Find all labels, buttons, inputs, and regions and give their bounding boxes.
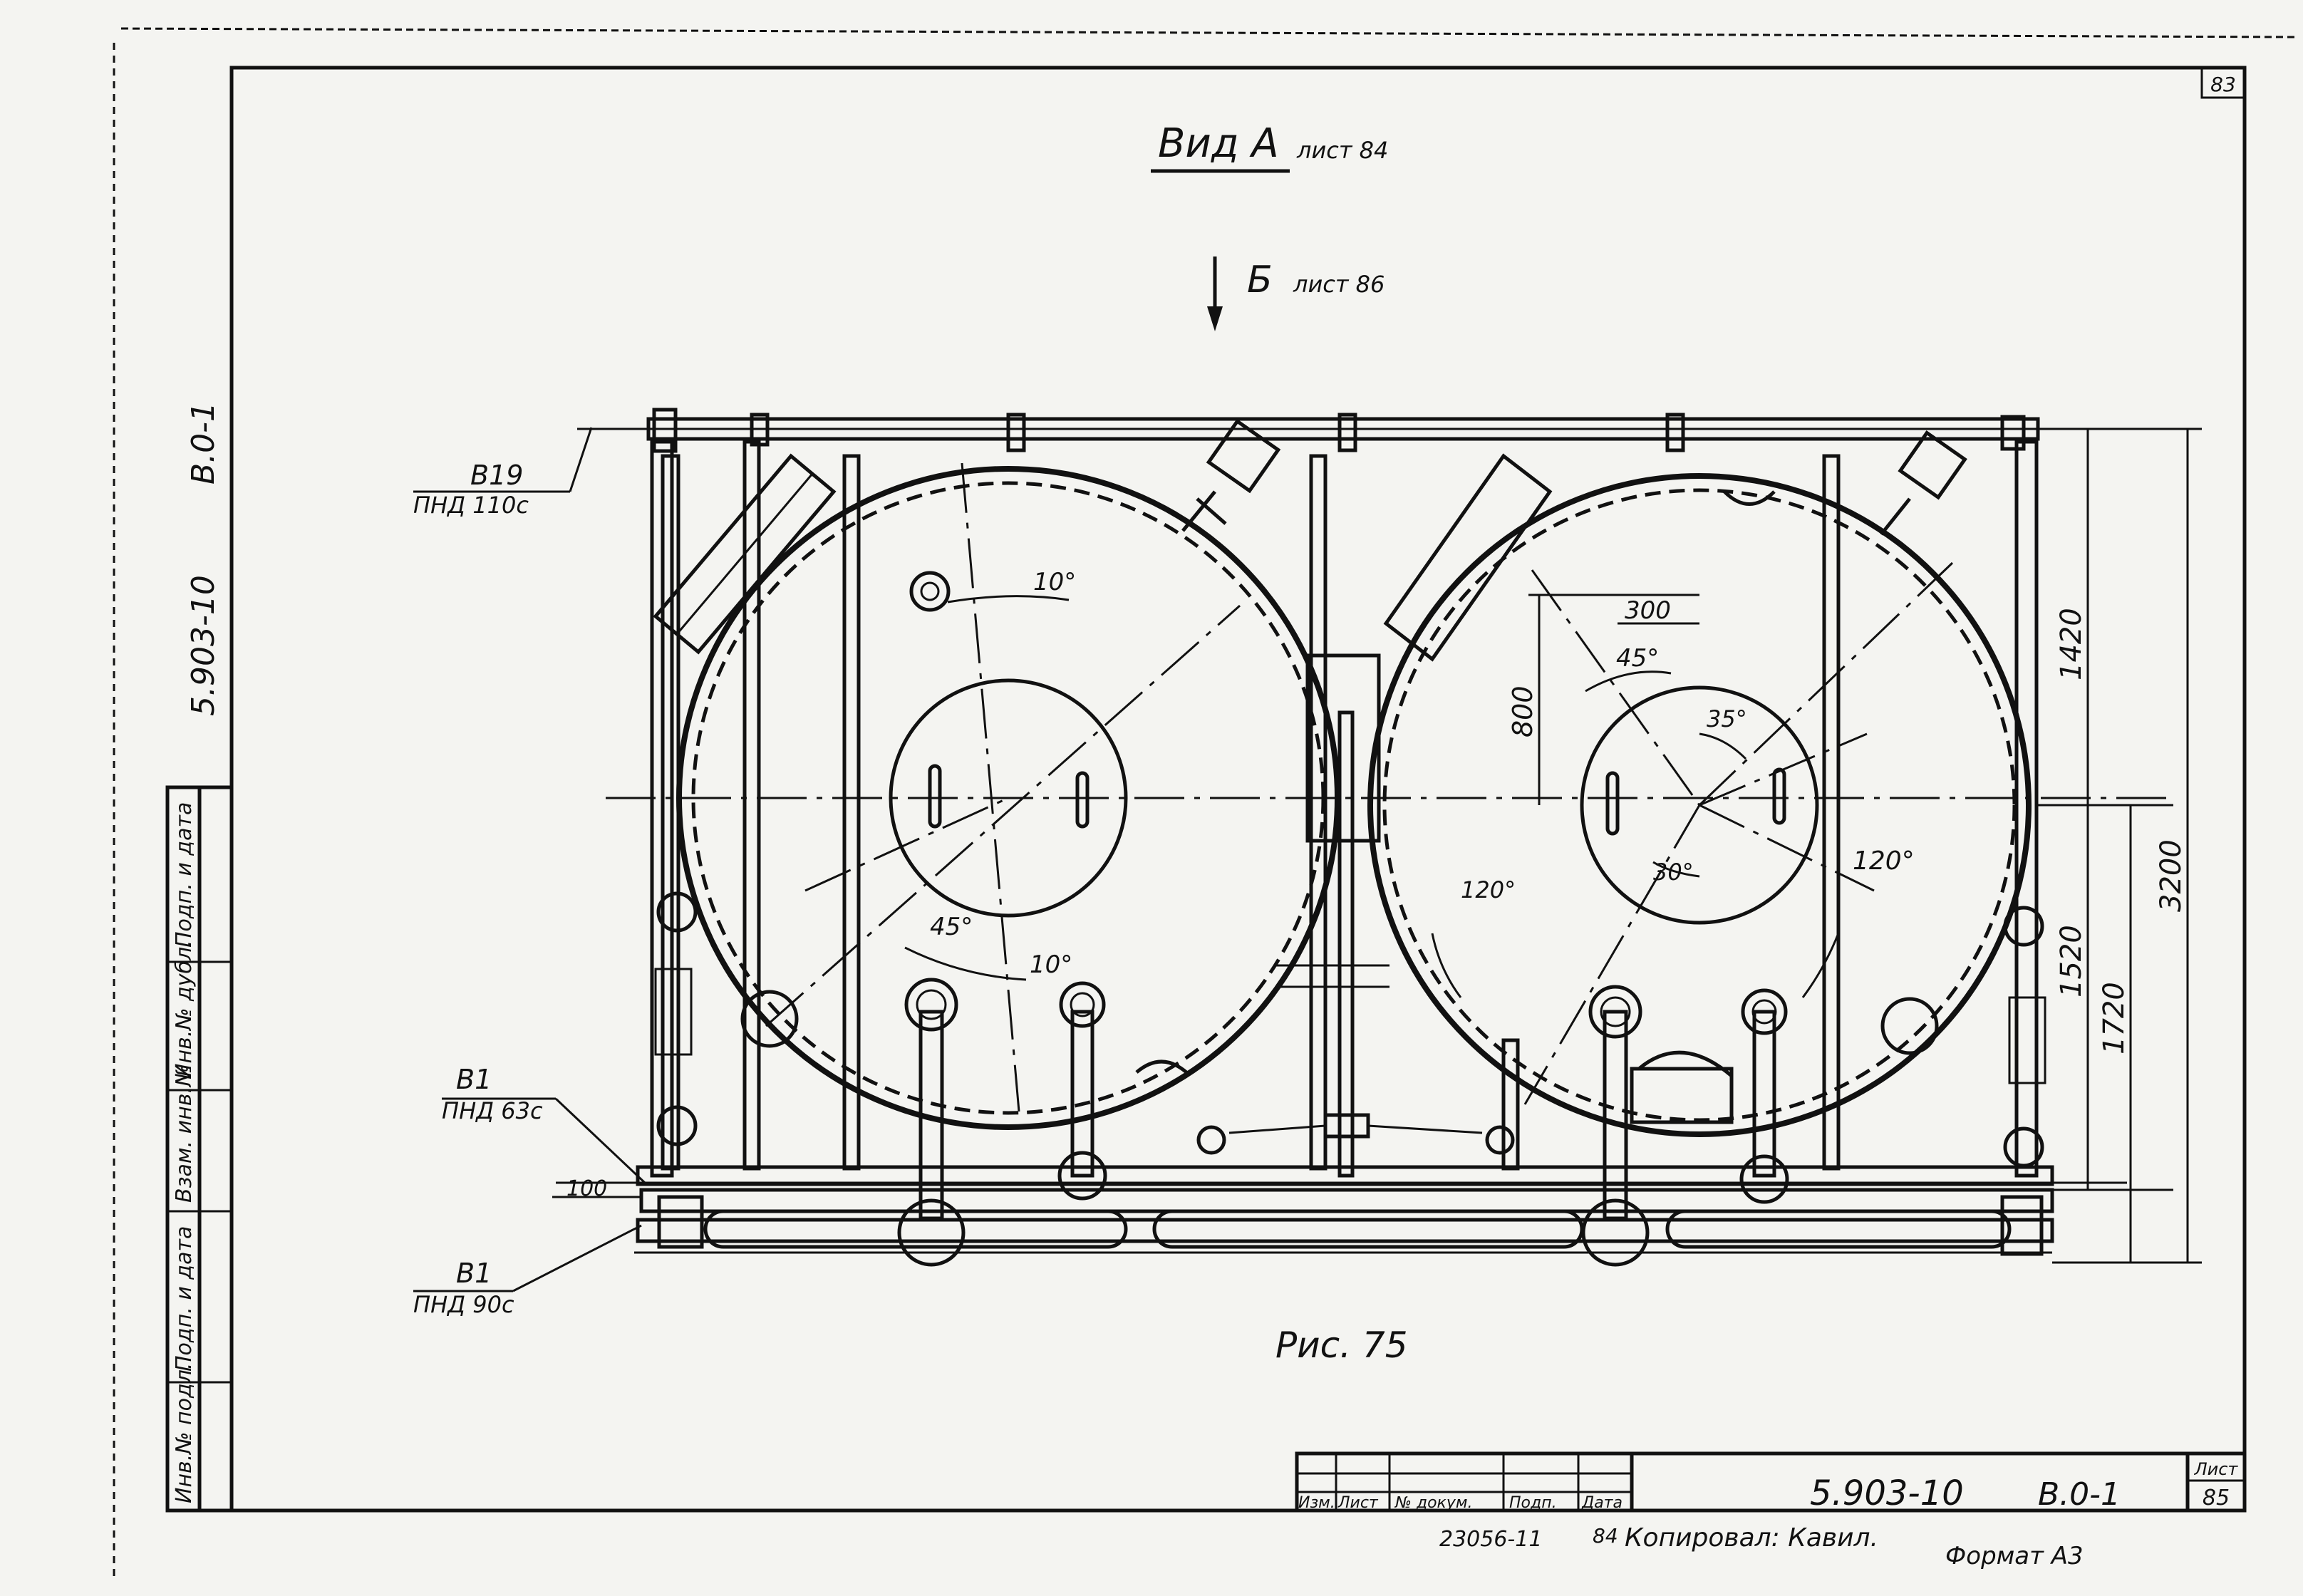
view-title: Вид А bbox=[1158, 120, 1279, 167]
tb-header-sign: Подп. bbox=[1509, 1494, 1557, 1512]
section-mark: Б bbox=[1247, 259, 1273, 301]
callout-bottom-code: В1 bbox=[456, 1258, 492, 1289]
side-stamp: Подп. и дата Инв.№ дубл. Взам. инв.№ Под… bbox=[165, 402, 234, 1513]
dim-300: 300 bbox=[1625, 596, 1671, 625]
sheet-top-edge bbox=[120, 27, 2299, 38]
figure-caption: Рис. 75 bbox=[1275, 1325, 1408, 1366]
angle-right-top: 45° bbox=[1616, 644, 1659, 673]
side-stamp-cell-5: Инв.№ подл. bbox=[172, 1363, 197, 1503]
side-doc-issue: В.0-1 bbox=[185, 402, 222, 484]
dim-1420: 1420 bbox=[2055, 608, 2088, 680]
side-doc-number: 5.903-10 bbox=[185, 575, 222, 716]
callout-bottom-spec: ПНД 90с bbox=[413, 1291, 514, 1318]
angle-left-low-b: 10° bbox=[1030, 950, 1072, 979]
callout-mid-code: В1 bbox=[456, 1064, 492, 1095]
callout-mid-spec: ПНД 63с bbox=[442, 1097, 543, 1124]
footer-format: Формат А3 bbox=[1945, 1542, 2084, 1570]
dim-1720: 1720 bbox=[2098, 982, 2131, 1054]
side-stamp-cell-1: Подп. и дата bbox=[172, 802, 197, 948]
tb-sheet-number: 85 bbox=[2203, 1486, 2230, 1510]
tb-doc-issue: В.0-1 bbox=[2038, 1476, 2121, 1513]
footer-page-ref: 84 bbox=[1593, 1524, 1618, 1548]
dim-100: 100 bbox=[566, 1176, 607, 1201]
tb-sheet-label: Лист bbox=[2194, 1459, 2239, 1479]
tb-header-izm: Изм. bbox=[1298, 1494, 1335, 1512]
corner-number-box bbox=[2200, 66, 2246, 99]
tb-header-doc: № докум. bbox=[1394, 1494, 1472, 1512]
angle-right-arc-right: 120° bbox=[1853, 846, 1915, 876]
right-tank bbox=[1367, 430, 2032, 1137]
side-stamp-cell-3: Взам. инв.№ bbox=[172, 1064, 197, 1203]
side-stamp-cell-2: Инв.№ дубл. bbox=[172, 940, 197, 1079]
left-tank bbox=[606, 418, 2173, 1130]
angle-right-inner-b: 30° bbox=[1653, 859, 1694, 886]
dim-800: 800 bbox=[1507, 685, 1538, 737]
pipework bbox=[639, 891, 2054, 1267]
callout-top-spec: ПНД 110с bbox=[413, 492, 529, 519]
angle-left-low-a: 45° bbox=[930, 913, 973, 941]
title-block bbox=[1295, 1451, 2247, 1513]
section-arrow-head bbox=[1207, 306, 1223, 331]
callout-top-code: В19 bbox=[470, 460, 523, 491]
drawing-frame bbox=[229, 66, 2247, 1513]
angle-right-arc-left: 120° bbox=[1461, 876, 1516, 903]
section-ref: лист 86 bbox=[1293, 271, 1385, 298]
tb-header-date: Дата bbox=[1581, 1494, 1623, 1512]
tb-header-list: Лист bbox=[1337, 1494, 1379, 1512]
dim-1520: 1520 bbox=[2055, 925, 2088, 998]
corner-number: 83 bbox=[2210, 73, 2236, 96]
angle-left-top: 10° bbox=[1033, 568, 1076, 596]
footer-order-number: 23056-11 bbox=[1439, 1527, 1542, 1552]
dim-3200: 3200 bbox=[2155, 839, 2188, 912]
tb-doc-number: 5.903-10 bbox=[1810, 1473, 1964, 1513]
footer-copied-by: Копировал: Кавил. bbox=[1625, 1523, 1878, 1553]
view-title-ref: лист 84 bbox=[1296, 137, 1388, 164]
side-stamp-cell-4: Подп. и дата bbox=[172, 1226, 197, 1372]
angle-right-inner-a: 35° bbox=[1707, 705, 1747, 732]
dimension-lines bbox=[413, 427, 2202, 1292]
